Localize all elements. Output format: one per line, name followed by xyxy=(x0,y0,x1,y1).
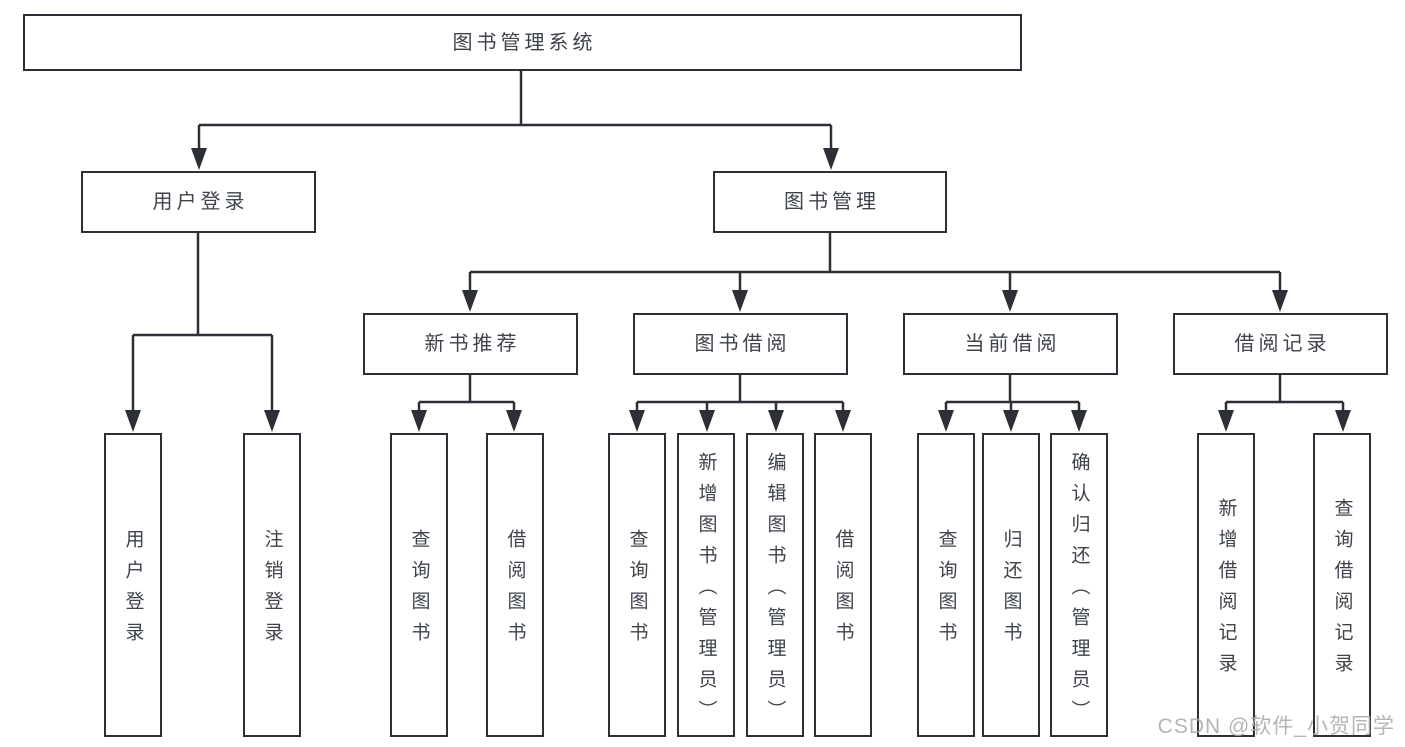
node-label: 当前借阅 xyxy=(964,333,1061,355)
arrow-down-icon xyxy=(732,290,748,312)
arrowheads xyxy=(125,148,1351,432)
csdn-watermark: CSDN @软件_小贺同学 xyxy=(1157,715,1395,738)
node-book-borrowing: 图书借阅 xyxy=(633,313,848,375)
leaf-add-books-admin: 新增图书（管理员） xyxy=(677,433,735,737)
arrow-down-icon xyxy=(191,148,207,170)
arrow-down-icon xyxy=(699,410,715,432)
arrow-down-icon xyxy=(1002,290,1018,312)
leaf-label: 查询图书 xyxy=(935,529,957,653)
arrow-down-icon xyxy=(1218,410,1234,432)
connector-paths xyxy=(131,71,1345,414)
leaf-label: 借阅图书 xyxy=(504,529,526,653)
arrow-down-icon xyxy=(1335,410,1351,432)
node-label: 图书管理系统 xyxy=(452,31,597,54)
leaf-label: 查询图书 xyxy=(626,529,648,653)
leaf-add-borrow-record: 新增借阅记录 xyxy=(1197,433,1255,737)
arrow-down-icon xyxy=(835,410,851,432)
arrow-down-icon xyxy=(938,410,954,432)
leaf-label: 用户登录 xyxy=(122,529,144,653)
arrow-down-icon xyxy=(264,410,280,432)
node-label: 图书借阅 xyxy=(694,333,791,355)
leaf-confirm-return-admin: 确认归还（管理员） xyxy=(1050,433,1108,737)
leaf-logout: 注销登录 xyxy=(243,433,301,737)
leaf-label: 注销登录 xyxy=(261,529,283,653)
leaf-return-books: 归还图书 xyxy=(982,433,1040,737)
arrow-down-icon xyxy=(125,410,141,432)
leaf-user-login: 用户登录 xyxy=(104,433,162,737)
arrow-down-icon xyxy=(1071,410,1087,432)
leaf-label: 借阅图书 xyxy=(832,529,854,653)
node-label: 借阅记录 xyxy=(1234,333,1331,355)
leaf-edit-books-admin: 编辑图书（管理员） xyxy=(746,433,804,737)
leaf-query-books-2: 查询图书 xyxy=(608,433,666,737)
leaf-borrow-books-2: 借阅图书 xyxy=(814,433,872,737)
arrow-down-icon xyxy=(768,410,784,432)
node-label: 图书管理 xyxy=(784,191,880,213)
arrow-down-icon xyxy=(1272,290,1288,312)
leaf-query-books-3: 查询图书 xyxy=(917,433,975,737)
leaf-label: 新增借阅记录 xyxy=(1215,498,1237,684)
leaf-query-books-1: 查询图书 xyxy=(390,433,448,737)
arrow-down-icon xyxy=(411,410,427,432)
leaf-label: 查询借阅记录 xyxy=(1331,498,1353,684)
leaf-label: 归还图书 xyxy=(1000,529,1022,653)
node-book-management: 图书管理 xyxy=(713,171,947,233)
arrow-down-icon xyxy=(629,410,645,432)
leaf-label: 确认归还（管理员） xyxy=(1068,451,1090,731)
leaf-label: 新增图书（管理员） xyxy=(695,451,717,731)
arrow-down-icon xyxy=(506,410,522,432)
leaf-label: 查询图书 xyxy=(408,529,430,653)
arrow-down-icon xyxy=(1003,410,1019,432)
node-label: 新书推荐 xyxy=(424,333,521,355)
node-borrowing-records: 借阅记录 xyxy=(1173,313,1388,375)
leaf-borrow-books-1: 借阅图书 xyxy=(486,433,544,737)
node-user-login: 用户登录 xyxy=(81,171,316,233)
node-label: 用户登录 xyxy=(152,191,249,213)
arrow-down-icon xyxy=(462,290,478,312)
node-new-book-recommendation: 新书推荐 xyxy=(363,313,578,375)
arrow-down-icon xyxy=(823,148,839,170)
leaf-label: 编辑图书（管理员） xyxy=(764,451,786,731)
node-library-management-system: 图书管理系统 xyxy=(23,14,1022,71)
node-current-borrowing: 当前借阅 xyxy=(903,313,1118,375)
leaf-query-borrow-record: 查询借阅记录 xyxy=(1313,433,1371,737)
